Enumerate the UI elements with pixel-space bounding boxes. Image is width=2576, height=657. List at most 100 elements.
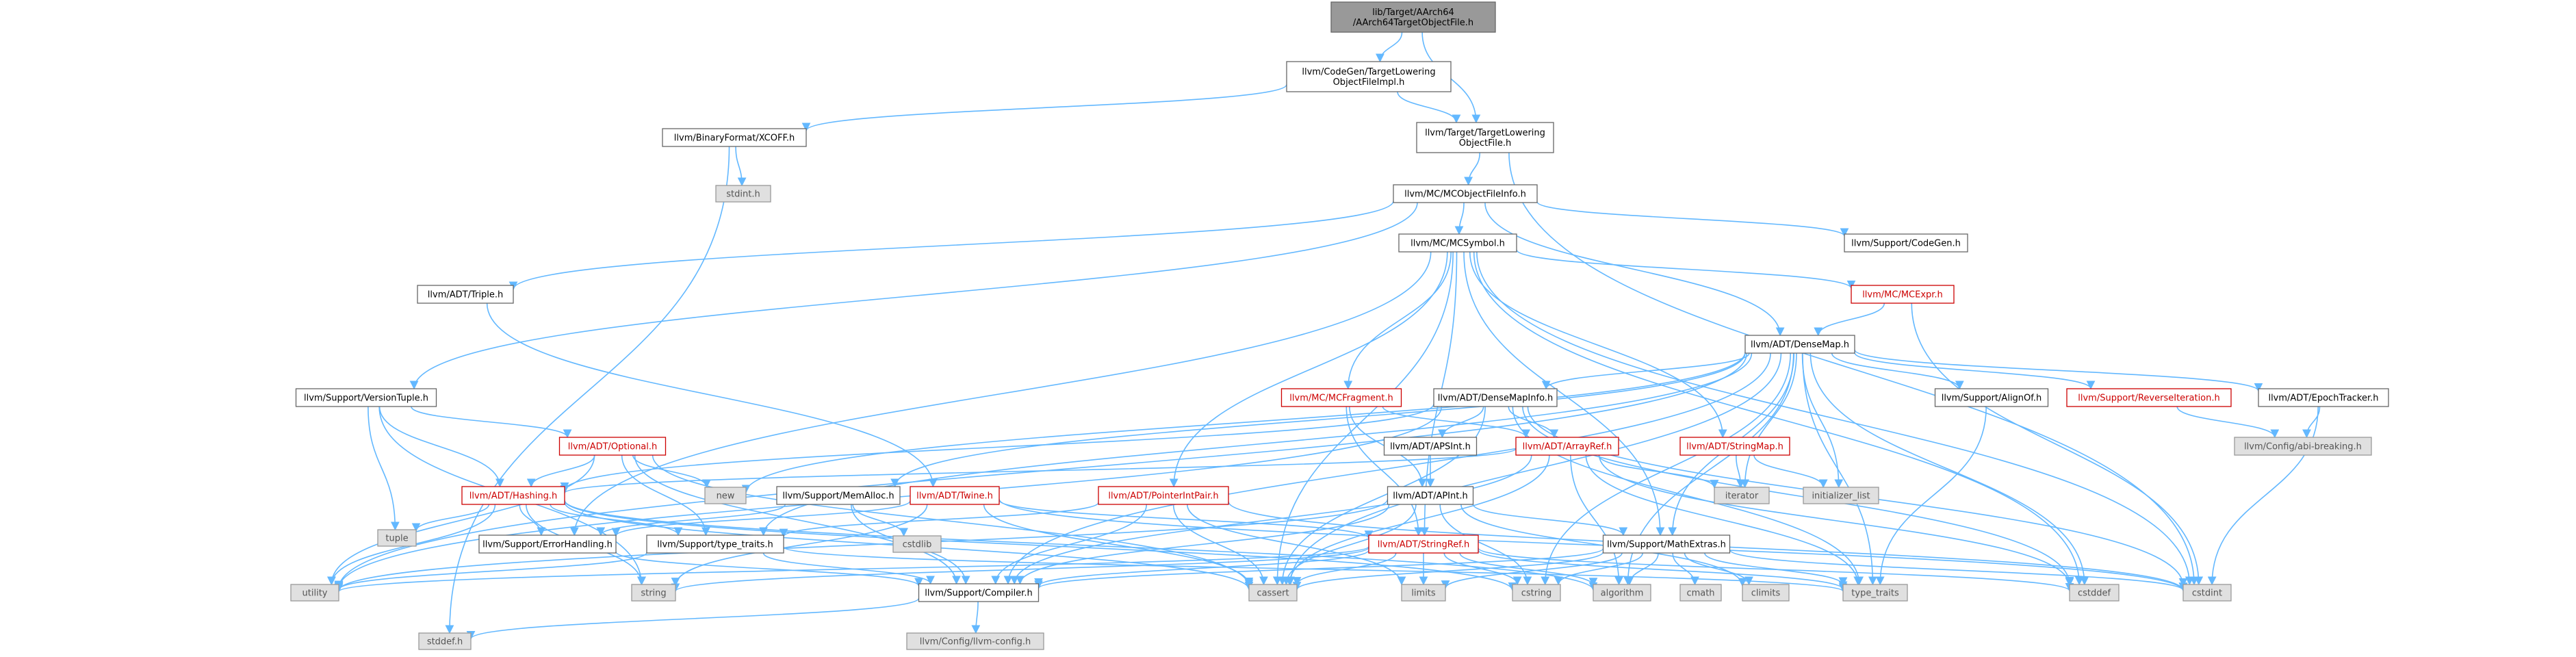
edge-optional-to-utility xyxy=(327,454,595,586)
edge-arrayref-to-cassert xyxy=(1285,454,1550,586)
node-label: /AArch64TargetObjectFile.h xyxy=(1353,18,1473,28)
node-label: llvm/MC/MCObjectFileInfo.h xyxy=(1404,190,1526,200)
node-optional[interactable]: llvm/ADT/Optional.h xyxy=(558,437,667,456)
edge-twine-to-string xyxy=(671,504,928,587)
edge-mcsymbol-to-mcexpr xyxy=(1516,249,1856,289)
edge-densemap-to-cstddef xyxy=(1809,352,2089,586)
node-densemap[interactable]: llvm/ADT/DenseMap.h xyxy=(1744,335,1855,354)
node-box xyxy=(1803,487,1879,504)
node-label: llvm/Config/llvm-config.h xyxy=(920,637,1031,647)
node-label: llvm/MC/MCFragment.h xyxy=(1289,394,1393,404)
node-initlist: initializer_list xyxy=(1803,487,1879,504)
node-box xyxy=(2069,584,2120,602)
node-label: llvm/CodeGen/TargetLowering xyxy=(1302,67,1435,77)
edge-densemap-to-reverseiter xyxy=(1854,352,2096,390)
edge-densemap-to-type_traits xyxy=(1802,352,1877,586)
node-stringref[interactable]: llvm/ADT/StringRef.h xyxy=(1368,534,1479,554)
node-apsint[interactable]: llvm/ADT/APSInt.h xyxy=(1383,437,1478,456)
node-label: llvm/ADT/DenseMap.h xyxy=(1751,340,1849,350)
node-cassert: cassert xyxy=(1248,584,1298,602)
node-root[interactable]: lib/Target/AArch64/AArch64TargetObjectFi… xyxy=(1330,1,1496,33)
node-mathextras[interactable]: llvm/Support/MathExtras.h xyxy=(1602,534,1731,554)
node-triple[interactable]: llvm/ADT/Triple.h xyxy=(417,285,514,304)
node-label: llvm/Target/TargetLowering xyxy=(1425,128,1545,138)
node-label: llvm/ADT/Hashing.h xyxy=(469,491,557,502)
edge-stringref-to-string xyxy=(671,547,1369,593)
edge-typetraits_h-to-utility xyxy=(334,552,647,591)
edge-typetraits_h-to-compiler xyxy=(762,552,935,585)
node-label: llvm/Support/ReverseIteration.h xyxy=(2078,394,2220,404)
edge-hashing-to-typetraits_h xyxy=(550,504,683,537)
edge-mcsymbol-to-mcfragment xyxy=(1343,251,1452,390)
node-label: string xyxy=(641,589,666,599)
node-label: cmath xyxy=(1686,589,1714,599)
edge-stringref-to-compiler xyxy=(1034,550,1369,587)
node-errorhandling[interactable]: llvm/Support/ErrorHandling.h xyxy=(478,534,617,554)
edge-apint-to-mathextras xyxy=(1472,504,1628,537)
node-hashing[interactable]: llvm/ADT/Hashing.h xyxy=(461,486,565,505)
node-box xyxy=(1593,584,1651,602)
node-label: llvm/ADT/EpochTracker.h xyxy=(2268,394,2378,404)
edge-mcexpr-to-cstdint xyxy=(1911,302,2204,586)
edge-arrayref-to-hashing xyxy=(561,448,1517,494)
node-typetraits_h[interactable]: llvm/Support/type_traits.h xyxy=(646,534,784,554)
node-reverseiter[interactable]: llvm/Support/ReverseIteration.h xyxy=(2066,388,2232,407)
node-box xyxy=(1248,584,1298,602)
edge-memalloc-to-errorhandling xyxy=(596,504,786,537)
node-box xyxy=(1714,487,1770,504)
node-box xyxy=(1844,233,1968,253)
node-iterator: iterator xyxy=(1714,487,1770,504)
node-memalloc[interactable]: llvm/Support/MemAlloc.h xyxy=(776,486,901,505)
node-algorithm: algorithm xyxy=(1593,584,1651,602)
edge-mcsymbol-to-mathextras xyxy=(1463,251,1665,537)
node-label: llvm/ADT/PointerIntPair.h xyxy=(1108,491,1218,502)
node-label: llvm/ADT/Twine.h xyxy=(916,491,993,502)
edge-mathextras-to-cstdint xyxy=(1729,549,2188,592)
node-mcfragment[interactable]: llvm/MC/MCFragment.h xyxy=(1280,388,1402,407)
node-stdint_h: stdint.h xyxy=(715,185,771,203)
edge-mcexpr-to-densemap xyxy=(1814,302,1885,337)
edge-alignof-to-type_traits xyxy=(1875,406,1987,586)
node-codegen[interactable]: llvm/Support/CodeGen.h xyxy=(1844,233,1968,253)
node-xcoff[interactable]: llvm/BinaryFormat/XCOFF.h xyxy=(662,128,807,147)
node-densemapinfo[interactable]: llvm/ADT/DenseMapInfo.h xyxy=(1433,388,1558,407)
edge-reverseiter-to-abibreaking xyxy=(2176,406,2280,439)
node-arrayref[interactable]: llvm/ADT/ArrayRef.h xyxy=(1515,437,1619,456)
node-mcsymbol[interactable]: llvm/MC/MCSymbol.h xyxy=(1398,233,1517,253)
node-cstdint: cstdint xyxy=(2182,584,2232,602)
node-box xyxy=(1286,61,1452,92)
node-new: new xyxy=(704,487,747,504)
node-box xyxy=(461,486,565,505)
node-string: string xyxy=(631,584,676,602)
edge-mathextras-to-cassert xyxy=(1292,552,1604,591)
node-label: llvm/ADT/Optional.h xyxy=(568,442,658,452)
node-versiontuple[interactable]: llvm/Support/VersionTuple.h xyxy=(295,388,437,407)
edge-densemap-to-cstring xyxy=(1541,352,1792,586)
node-twine[interactable]: llvm/ADT/Twine.h xyxy=(910,486,1000,505)
node-box xyxy=(910,486,1000,505)
node-cstdlib: cstdlib xyxy=(892,535,942,553)
node-tlofimpl[interactable]: llvm/CodeGen/TargetLoweringObjectFileImp… xyxy=(1286,61,1452,92)
edge-mcofi-to-mcsymbol xyxy=(1454,202,1465,235)
node-cmath: cmath xyxy=(1679,584,1722,602)
edge-twine-to-errorhandling xyxy=(611,500,911,537)
node-box xyxy=(1398,233,1517,253)
edge-hashing-to-tuple xyxy=(411,504,490,532)
edge-layer xyxy=(327,31,2321,640)
node-apint[interactable]: llvm/ADT/APInt.h xyxy=(1387,486,1474,505)
node-alignof[interactable]: llvm/Support/AlignOf.h xyxy=(1934,388,2049,407)
node-mcofi[interactable]: llvm/MC/MCObjectFileInfo.h xyxy=(1393,184,1538,203)
node-stringmap[interactable]: llvm/ADT/StringMap.h xyxy=(1679,437,1790,456)
node-mcexpr[interactable]: llvm/MC/MCExpr.h xyxy=(1851,285,1955,304)
node-label: llvm/ADT/StringRef.h xyxy=(1378,540,1469,550)
node-label: llvm/ADT/APInt.h xyxy=(1393,491,1467,502)
node-compiler[interactable]: llvm/Support/Compiler.h xyxy=(918,583,1040,602)
node-epochtracker[interactable]: llvm/ADT/EpochTracker.h xyxy=(2258,388,2389,407)
edge-densemapinfo-to-apsint xyxy=(1438,406,1484,439)
node-box xyxy=(1515,437,1619,456)
edge-stringref-to-cassert xyxy=(1292,552,1397,586)
node-pointerintpair[interactable]: llvm/ADT/PointerIntPair.h xyxy=(1098,486,1229,505)
node-box xyxy=(704,487,747,504)
edge-arrayref-to-cstddef xyxy=(1598,454,2074,587)
